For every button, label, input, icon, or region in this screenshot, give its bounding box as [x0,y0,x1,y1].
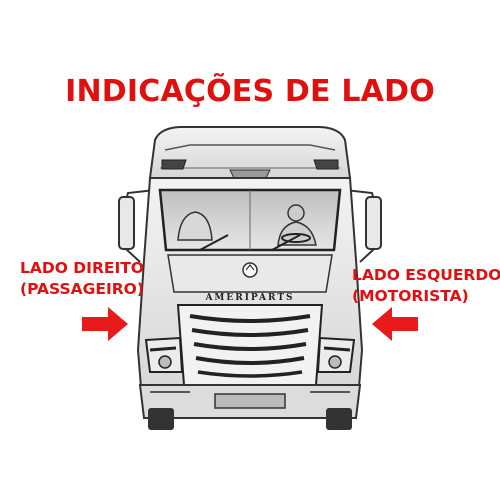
right-wheel [326,408,352,430]
left-mirror [118,189,156,263]
arrow-right-icon [82,307,128,341]
right-headlight [316,336,356,373]
left-headlight [144,336,184,373]
windshield [158,188,342,252]
left-side-label-line1: LADO ESQUERDO [352,266,500,284]
brand-label: AMERIPARTS [204,293,294,303]
right-mirror [344,189,382,263]
page-title: INDICAÇÕES DE LADO [65,74,435,109]
right-side-label: LADO DIREITO (PASSAGEIRO) [20,258,144,300]
right-side-label-line1: LADO DIREITO [20,259,144,277]
brand-emblem [242,262,258,278]
arrow-left-icon [372,307,418,341]
upper-grille: AMERIPARTS [167,254,333,303]
cab-roof [148,126,352,179]
front-bumper [138,384,362,419]
left-wheel [148,408,174,430]
right-side-label-line2: (PASSAGEIRO) [20,280,144,298]
main-grille [176,304,324,386]
left-side-label: LADO ESQUERDO (MOTORISTA) [352,265,500,307]
left-side-label-line2: (MOTORISTA) [352,287,469,305]
